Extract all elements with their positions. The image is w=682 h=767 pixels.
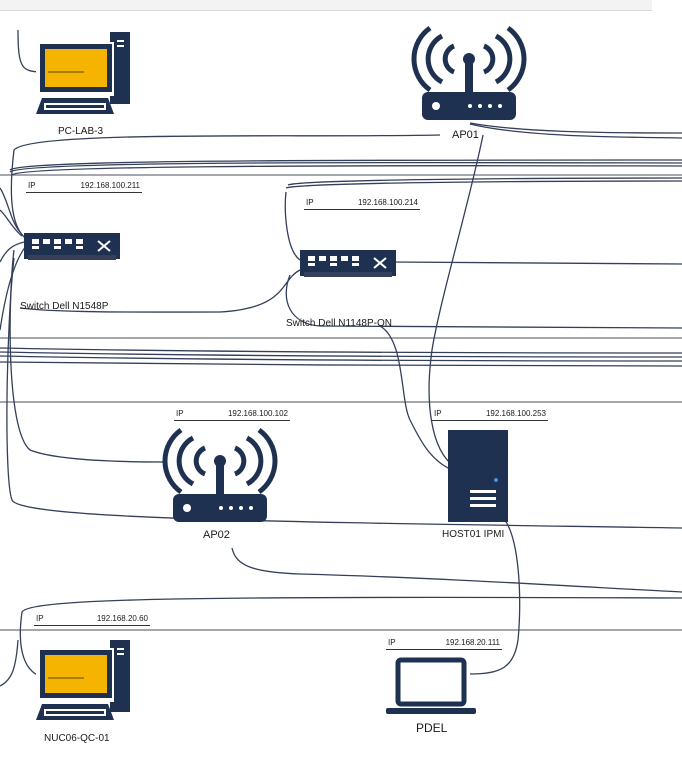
cable <box>231 547 682 593</box>
desktop-computer-icon <box>36 640 130 720</box>
switch-n1548p-ip: IP 192.168.100.211 <box>26 180 142 193</box>
cable <box>9 159 682 171</box>
desktop-computer-icon <box>36 32 130 114</box>
host01-ipmi-ip: IP 192.168.100.253 <box>432 408 548 421</box>
wireless-access-point-icon <box>411 25 527 120</box>
cable <box>0 355 682 362</box>
cable <box>391 261 682 265</box>
tower-slot <box>117 653 124 655</box>
cable <box>0 347 682 354</box>
switch-n1148p-label: Switch Dell N1148P-ON <box>286 318 392 329</box>
network-switch-icon <box>24 233 120 260</box>
cable <box>19 611 43 678</box>
cable <box>0 361 682 367</box>
cable <box>0 351 682 358</box>
tower-slot <box>117 45 124 47</box>
computer-tower <box>110 32 130 104</box>
network-switch-icon <box>300 250 396 277</box>
pdel-label: PDEL <box>416 721 448 735</box>
antenna <box>465 59 473 95</box>
cable <box>0 241 25 263</box>
pdel-ip: IP 192.168.20.111 <box>386 637 502 650</box>
antenna <box>216 461 224 497</box>
cable <box>0 209 23 237</box>
cable <box>19 269 301 313</box>
ap02-ip: IP 192.168.100.102 <box>174 408 290 421</box>
tower-slot <box>117 40 124 42</box>
wireless-access-point-icon <box>162 427 278 522</box>
cable <box>285 274 682 329</box>
ap02-label: AP02 <box>203 529 230 541</box>
cable <box>284 191 301 261</box>
monitor-screen <box>45 49 107 87</box>
laptop-icon <box>386 657 476 714</box>
computer-tower <box>110 640 130 712</box>
nuc06-ip: IP 192.168.20.60 <box>34 613 150 626</box>
cable <box>10 134 441 241</box>
cable <box>6 257 682 529</box>
cable <box>469 514 521 675</box>
cable <box>0 187 21 233</box>
switch-n1548p-label: Switch Dell N1548P <box>20 301 109 312</box>
nuc06-label: NUC06-QC-01 <box>44 733 110 744</box>
pc-lab-3-label: PC-LAB-3 <box>58 126 104 137</box>
switch-n1148p-ip: IP 192.168.100.214 <box>304 197 420 210</box>
cable <box>285 180 682 189</box>
host01-ipmi-label: HOST01 IPMI <box>442 529 505 540</box>
zone-lines <box>0 174 682 631</box>
monitor-screen <box>45 655 107 693</box>
cable <box>11 165 682 176</box>
cable <box>0 639 19 687</box>
cable <box>469 122 682 134</box>
ap01-label: AP01 <box>452 129 479 141</box>
server-icon <box>448 430 508 522</box>
cable <box>287 177 682 186</box>
cable <box>21 596 682 613</box>
cables <box>0 29 682 687</box>
canvas-top-bar <box>0 0 652 11</box>
cable <box>9 161 682 173</box>
cable <box>469 123 682 139</box>
tower-slot <box>117 648 124 650</box>
cable <box>428 134 484 468</box>
cable <box>379 325 453 471</box>
